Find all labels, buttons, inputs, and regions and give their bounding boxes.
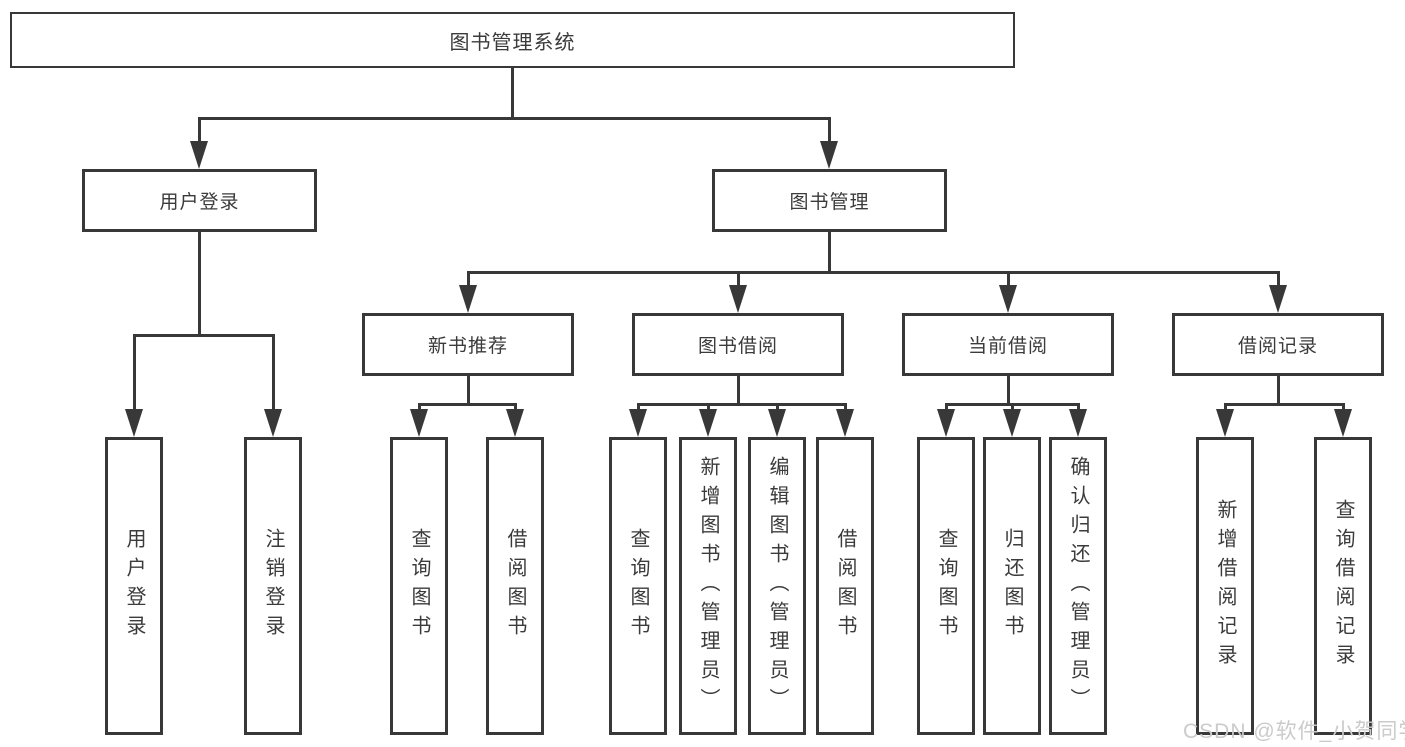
connector-line (133, 334, 136, 412)
node-leaf-borrow-books-borrow: 借阅图书 (816, 437, 874, 735)
node-leaf-user-login: 用户登录 (105, 437, 163, 735)
arrow-down-icon (820, 141, 838, 169)
arrow-down-icon (836, 409, 854, 437)
leaf-label: 查询图书 (627, 528, 649, 644)
arrow-down-icon (125, 409, 143, 437)
connector-line (1007, 376, 1010, 406)
node-leaf-logout: 注销登录 (244, 437, 302, 735)
connector-line (418, 403, 517, 406)
arrow-down-icon (937, 409, 955, 437)
node-leaf-borrow-books-recommend: 借阅图书 (486, 437, 544, 735)
arrow-down-icon (1003, 409, 1021, 437)
connector-line (828, 232, 831, 274)
leaf-label: 借阅图书 (504, 528, 526, 644)
arrow-down-icon (699, 409, 717, 437)
connector-line (1007, 271, 1010, 289)
arrow-down-icon (768, 409, 786, 437)
node-leaf-add-borrow-record: 新增借阅记录 (1196, 437, 1254, 735)
node-current-borrow: 当前借阅 (902, 313, 1114, 376)
connector-line (737, 376, 740, 406)
arrow-down-icon (999, 285, 1017, 313)
connector-line (737, 271, 740, 289)
leaf-label: 确认归还（管理员） (1067, 455, 1089, 717)
leaf-label: 用户登录 (123, 528, 145, 644)
connector-line (467, 271, 1280, 274)
node-new-book-recommend: 新书推荐 (362, 313, 574, 376)
connector-line (467, 271, 470, 289)
node-leaf-query-borrow-record: 查询借阅记录 (1314, 437, 1372, 735)
node-borrow-records: 借阅记录 (1172, 313, 1384, 376)
node-book-management: 图书管理 (712, 169, 947, 232)
node-leaf-return-book: 归还图书 (983, 437, 1041, 735)
arrow-down-icon (264, 409, 282, 437)
arrow-down-icon (1216, 409, 1234, 437)
arrow-down-icon (629, 409, 647, 437)
arrow-down-icon (1269, 285, 1287, 313)
node-leaf-add-book-admin: 新增图书（管理员） (679, 437, 737, 735)
connector-line (133, 334, 275, 337)
node-book-borrow: 图书借阅 (632, 313, 844, 376)
leaf-label: 查询图书 (935, 528, 957, 644)
leaf-label: 新增图书（管理员） (697, 455, 719, 717)
connector-line (198, 232, 201, 337)
connector-line (828, 117, 831, 147)
arrow-down-icon (1334, 409, 1352, 437)
leaf-label: 查询图书 (408, 528, 430, 644)
leaf-label: 注销登录 (262, 528, 284, 644)
arrow-down-icon (1069, 409, 1087, 437)
connector-line (637, 403, 846, 406)
node-leaf-query-books-borrow: 查询图书 (609, 437, 667, 735)
connector-line (1224, 403, 1345, 406)
leaf-label: 查询借阅记录 (1332, 499, 1354, 673)
connector-line (198, 117, 201, 147)
connector-line (198, 117, 831, 120)
connector-line (1277, 271, 1280, 289)
watermark-text: CSDN @软件_小贺同学 (1183, 720, 1405, 743)
connector-line (467, 376, 470, 406)
leaf-label: 借阅图书 (834, 528, 856, 644)
leaf-label: 归还图书 (1001, 528, 1023, 644)
node-leaf-query-books-current: 查询图书 (917, 437, 975, 735)
connector-line (272, 334, 275, 412)
node-library-system: 图书管理系统 (10, 12, 1015, 68)
leaf-label: 新增借阅记录 (1214, 499, 1236, 673)
node-leaf-confirm-return-admin: 确认归还（管理员） (1049, 437, 1107, 735)
arrow-down-icon (410, 409, 428, 437)
leaf-label: 编辑图书（管理员） (766, 455, 788, 717)
node-leaf-query-books-recommend: 查询图书 (390, 437, 448, 735)
connector-line (1277, 376, 1280, 406)
arrow-down-icon (729, 285, 747, 313)
arrow-down-icon (506, 409, 524, 437)
node-user-login: 用户登录 (82, 169, 317, 232)
node-leaf-edit-book-admin: 编辑图书（管理员） (748, 437, 806, 735)
arrow-down-icon (190, 141, 208, 169)
arrow-down-icon (459, 285, 477, 313)
connector-line (511, 68, 514, 120)
